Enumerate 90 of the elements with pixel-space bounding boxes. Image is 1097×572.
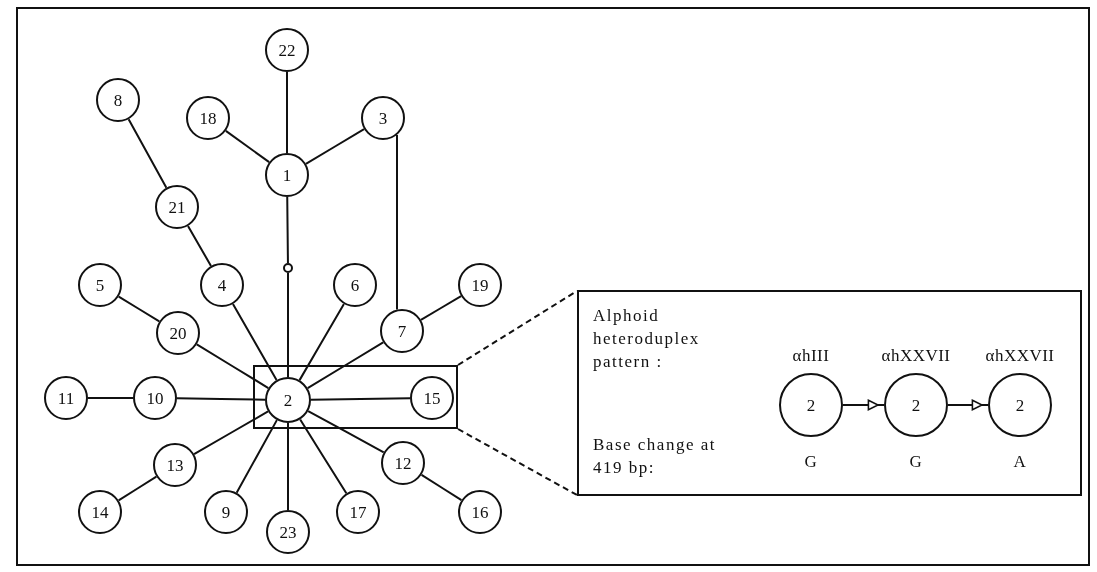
haplotype-circle (96, 78, 140, 122)
haplotype-number: 2 (806, 396, 816, 414)
haplotype-circle (884, 373, 948, 437)
haplotype-number: 1 (282, 166, 292, 184)
panel-heading: Alphoid heteroduplex pattern : (593, 305, 701, 373)
haplotype-circle (988, 373, 1052, 437)
haplotype-number: 3 (378, 109, 388, 127)
connector-line (127, 118, 168, 189)
haplotype-number: 21 (168, 198, 186, 216)
connector-line (176, 397, 266, 401)
haplotype-number: 22 (278, 41, 296, 59)
haplotype-number: 5 (95, 276, 105, 294)
haplotype-circle (333, 263, 377, 307)
haplotype-circle (44, 376, 88, 420)
haplotype-circle (381, 441, 425, 485)
haplotype-circle (78, 263, 122, 307)
haplotype-number: 8 (113, 91, 123, 109)
haplotype-circle (265, 28, 309, 72)
haplotype-circle (133, 376, 177, 420)
base-label: A (1013, 453, 1027, 470)
haplotype-number: 2 (283, 391, 293, 409)
base-label: G (909, 453, 923, 470)
connector-line (419, 295, 463, 321)
connector-line (304, 128, 366, 165)
haplotype-number: 4 (217, 276, 227, 294)
haplotype-number: 10 (146, 389, 164, 407)
base-label: G (804, 453, 818, 470)
haplotype-circle (458, 263, 502, 307)
connector-line (298, 303, 345, 382)
haplotype-circle (78, 490, 122, 534)
dashed-connector (457, 428, 578, 496)
haplotype-number: 2 (911, 396, 921, 414)
haplotype-circle (265, 153, 309, 197)
subfamily-label: αhXXVII (881, 347, 951, 364)
haplotype-circle (458, 490, 502, 534)
haplotype-circle (380, 309, 424, 353)
haplotype-number: 2 (1015, 396, 1025, 414)
connector-line (187, 225, 212, 267)
connector-line (87, 397, 134, 399)
subfamily-label: αhXXVII (985, 347, 1055, 364)
haplotype-number: 13 (166, 456, 184, 474)
connector-line (420, 473, 463, 502)
row-label: Base change at 419 bp: (593, 434, 717, 479)
connector-line (287, 422, 289, 511)
connector-line (286, 196, 289, 264)
connector-line (195, 343, 270, 390)
haplotype-circle (186, 96, 230, 140)
connector-line (299, 418, 348, 495)
haplotype-circle (155, 185, 199, 229)
haplotype-number: 18 (199, 109, 217, 127)
haplotype-number: 15 (423, 389, 441, 407)
haplotype-number: 17 (349, 503, 367, 521)
connector-line (117, 295, 161, 323)
haplotype-number: 20 (169, 324, 187, 342)
arrow (947, 399, 989, 411)
haplotype-number: 16 (471, 503, 489, 521)
connector-line (235, 419, 278, 494)
connector-line (306, 341, 385, 390)
haplotype-circle (266, 510, 310, 554)
haplotype-number: 14 (91, 503, 109, 521)
haplotype-circle (336, 490, 380, 534)
connector-line (310, 397, 411, 401)
haplotype-circle (153, 443, 197, 487)
connector-line (117, 475, 158, 502)
haplotype-number: 23 (279, 523, 297, 541)
haplotype-circle (410, 376, 454, 420)
haplotype-number: 9 (221, 503, 231, 521)
haplotype-number: 7 (397, 322, 407, 340)
connector-line (231, 303, 278, 382)
haplotype-number: 12 (394, 454, 412, 472)
small-circle (283, 263, 293, 273)
haplotype-circle (200, 263, 244, 307)
connector-line (396, 133, 398, 311)
connector-line (193, 410, 270, 456)
arrow (842, 399, 885, 411)
haplotype-circle (779, 373, 843, 437)
haplotype-number: 6 (350, 276, 360, 294)
haplotype-number: 11 (57, 389, 75, 407)
haplotype-circle (156, 311, 200, 355)
connector-line (307, 410, 385, 454)
connector-line (287, 272, 289, 378)
zoom-rectangle (253, 365, 458, 429)
haplotype-circle (265, 377, 311, 423)
subfamily-label: αhIII (792, 347, 830, 364)
inset-panel (577, 290, 1082, 496)
connector-line (286, 71, 288, 154)
connector-line (224, 129, 271, 164)
haplotype-circle (204, 490, 248, 534)
haplotype-number: 19 (471, 276, 489, 294)
haplotype-circle (361, 96, 405, 140)
